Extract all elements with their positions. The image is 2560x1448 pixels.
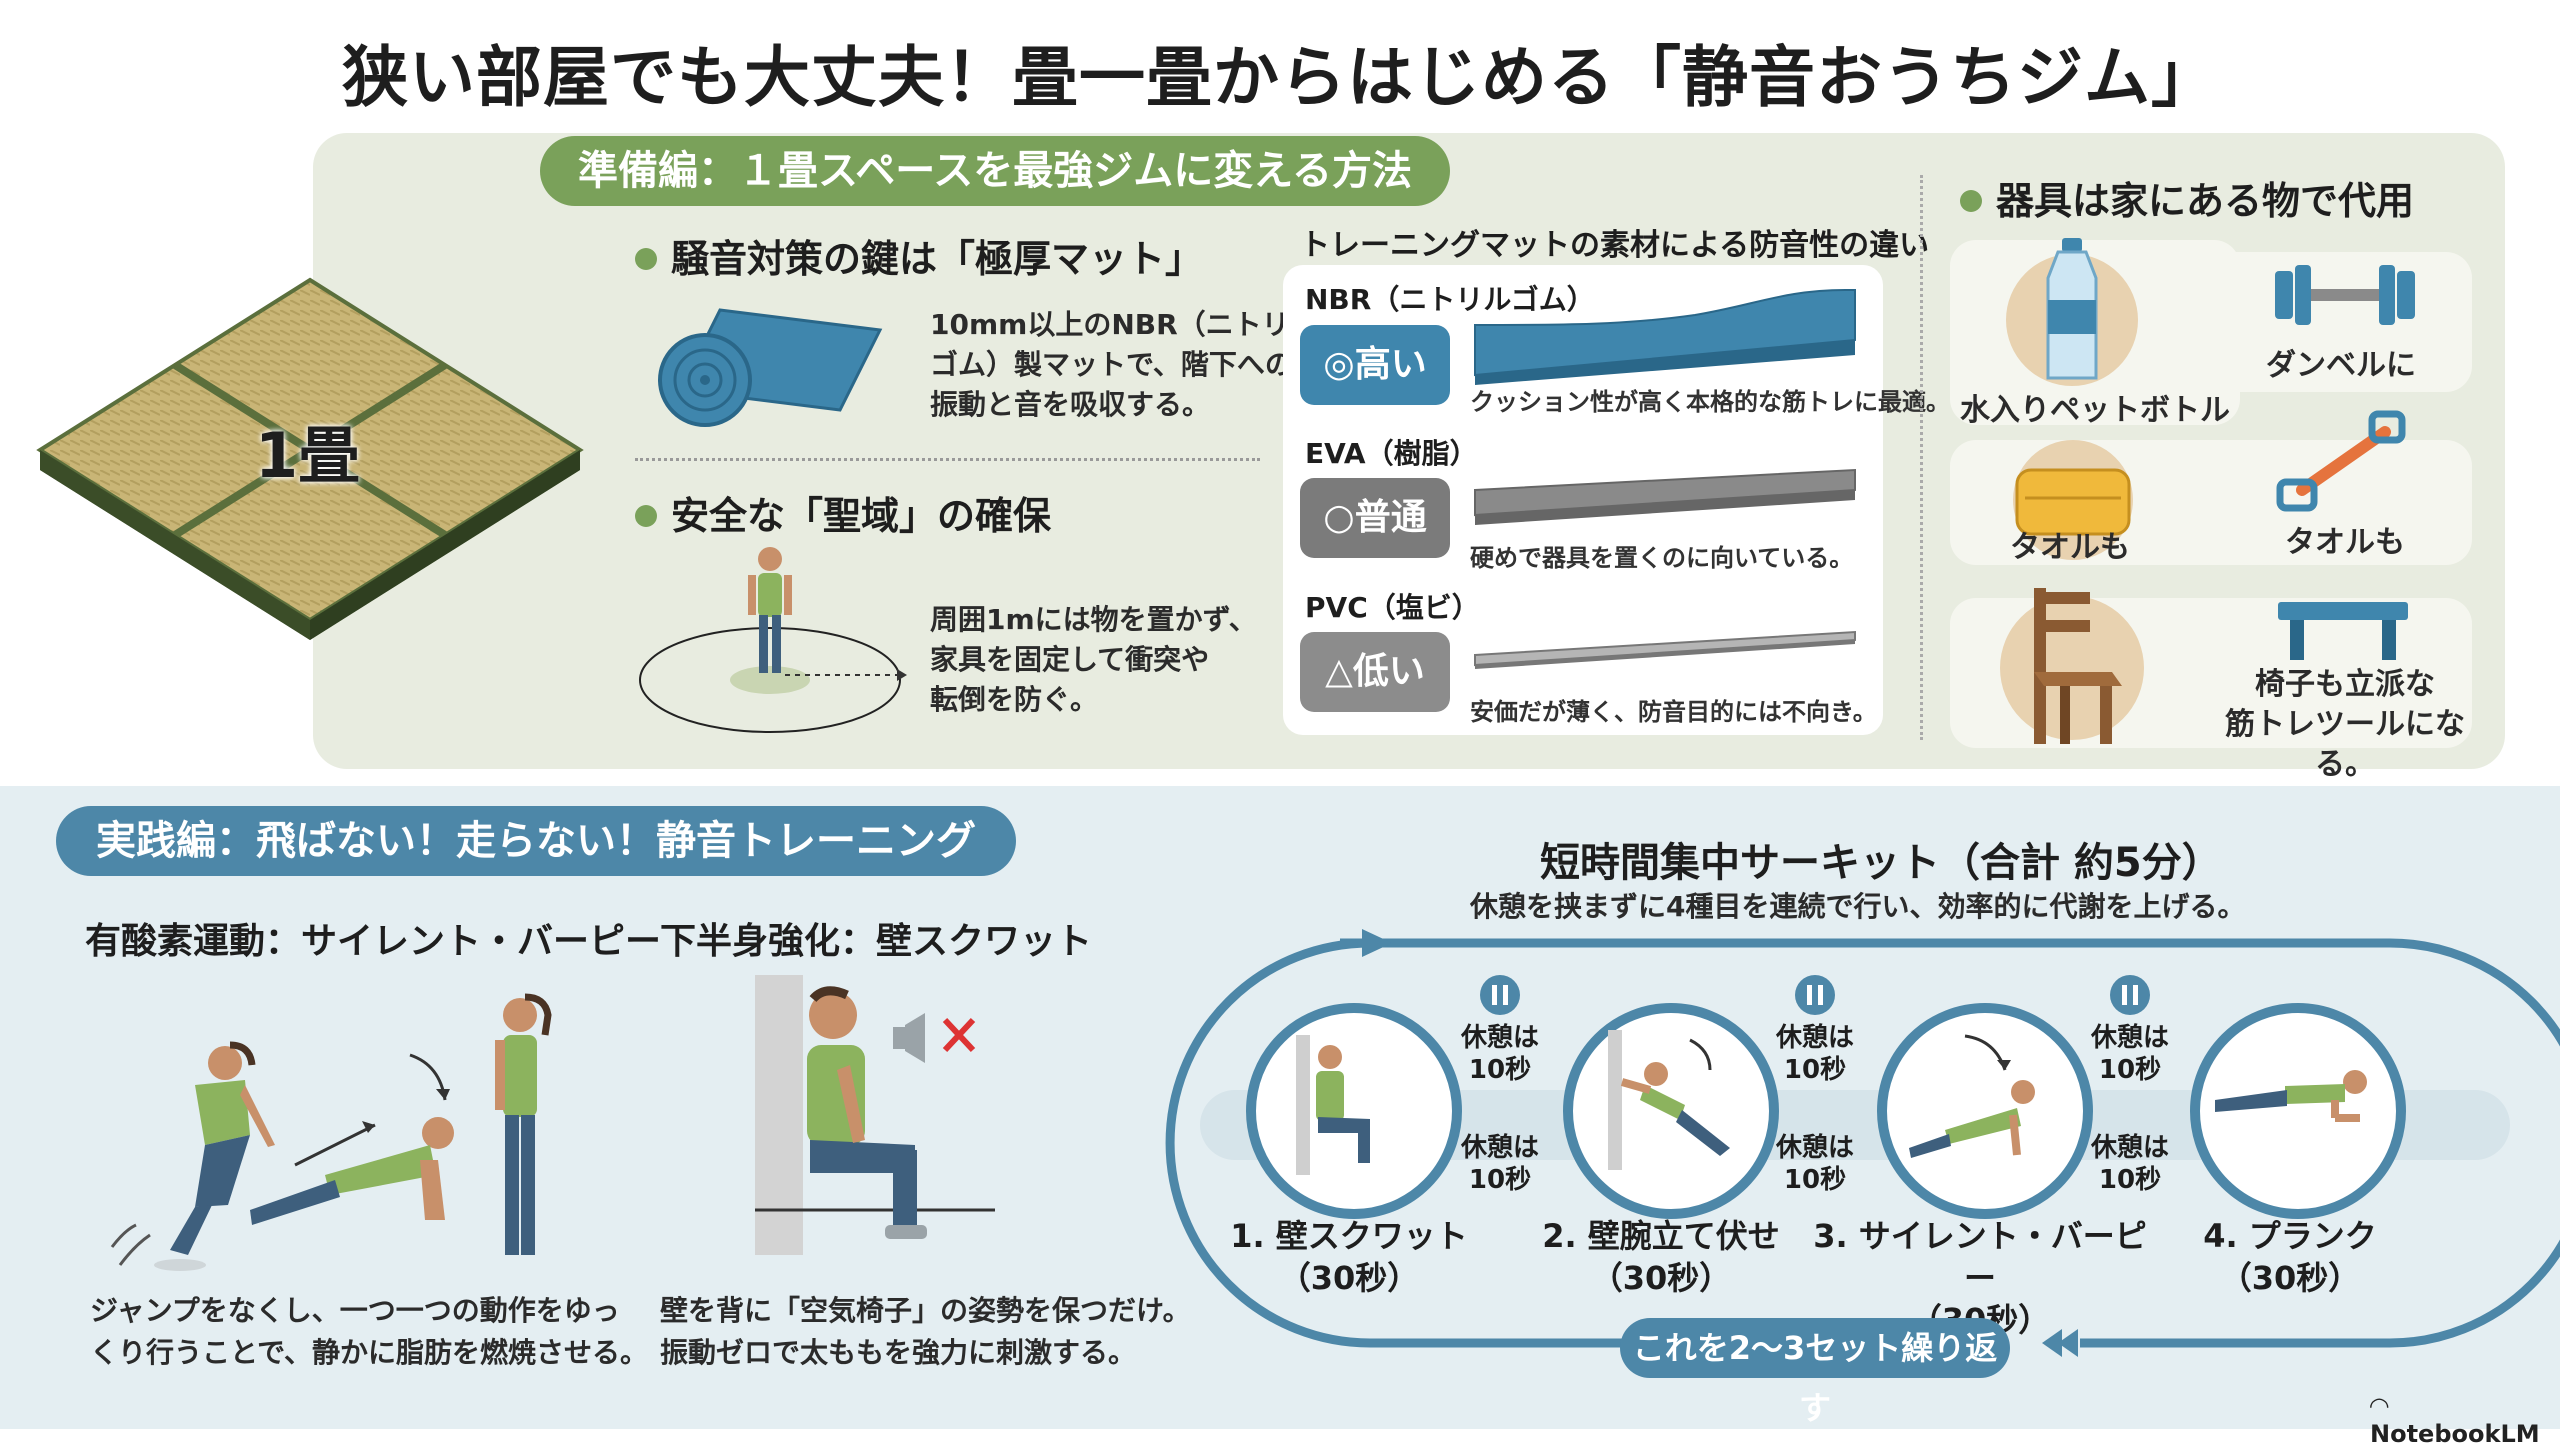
tatami-label: 1畳: [255, 419, 361, 492]
rest-label-top: 休憩は 10秒: [1460, 1023, 1539, 1085]
rest-label-bottom: 休憩は 10秒: [1460, 1133, 1539, 1195]
chair-icon: [2000, 588, 2144, 744]
equipment-label: 水入りペットボトル: [1960, 393, 2230, 428]
material-desc-eva: 硬めで器具を置くのに向いている。: [1470, 544, 1854, 572]
brand-logo: ◠ NotebookLM: [2370, 1392, 2540, 1448]
mat-text-line: 10mm以上のNBR（ニトリル: [930, 308, 1318, 341]
circuit-loop-arrow: [1165, 929, 2560, 1357]
bench-icon: [2278, 602, 2408, 660]
cardio-heading: 有酸素運動：サイレント・バーピー: [85, 921, 662, 962]
water-bottle-icon: [2006, 238, 2138, 386]
step-circle: [1246, 1003, 1462, 1219]
dumbbell-icon: [2275, 265, 2415, 325]
cardio-text-line: くり行うことで、静かに脂肪を燃焼させる。: [90, 1336, 649, 1369]
plank-icon: [2215, 1070, 2367, 1122]
prep-section-pill: 準備編：１畳スペースを最強ジムに変える方法: [540, 136, 1450, 206]
lower-body-heading: 下半身強化：壁スクワット: [660, 921, 1093, 962]
tatami-illustration: [36, 277, 584, 640]
equipment-label: ダンベルに: [2266, 348, 2416, 383]
equipment-card: [2210, 252, 2472, 392]
mat-text-line: ゴム）製マットで、階下への: [930, 348, 1293, 381]
sanctuary-text-line: 転倒を防ぐ。: [930, 683, 1099, 716]
rest-label-bottom: 休憩は 10秒: [2090, 1133, 2169, 1195]
pause-icon: [1480, 975, 1520, 1015]
sanctuary-text-line: 周囲1mには物を置かず、: [930, 603, 1257, 636]
bullet-dot: [635, 247, 657, 270]
sanctuary-text-line: 家具を固定して衝突や: [930, 643, 1210, 676]
divider: [635, 458, 1260, 461]
step-label: 2. 壁腕立て伏せ（30秒）: [1542, 1217, 1780, 1297]
material-desc-nbr: クッション性が高く本格的な筋トレに最適。: [1470, 388, 1950, 416]
practice-section-pill: 実践編：飛ばない！走らない！静音トレーニング: [56, 806, 1016, 876]
rating-tag-eva: ○普通: [1300, 478, 1450, 558]
material-desc-pvc: 安価だが薄く、防音目的には不向き。: [1470, 698, 1877, 726]
step-label: 1. 壁スクワット（30秒）: [1230, 1217, 1468, 1297]
mat-profile-pvc: [1474, 630, 1856, 669]
page-title: 狭い部屋でも大丈夫！畳一畳からはじめる「静音おうちジム」: [342, 39, 2218, 116]
equipment-label: タオルも: [2285, 525, 2405, 560]
comparison-title: トレーニングマットの素材による防音性の違い: [1300, 228, 1930, 263]
step-label: 4. プランク（30秒）: [2203, 1217, 2377, 1297]
rating-tag-nbr: ◎高い: [1300, 325, 1450, 405]
mat-profile-nbr: [1474, 289, 1856, 385]
circuit-subtitle: 休憩を挟まずに4種目を連続で行い、効率的に代謝を上げる。: [1470, 890, 2246, 923]
wall-squat-icon: [1296, 1035, 1370, 1175]
repeat-pill: これを2〜3セット繰り返す: [1620, 1318, 2010, 1427]
mat-profile-eva: [1474, 468, 1856, 525]
divider: [1920, 175, 1923, 740]
bullet-dot: [1960, 189, 1982, 212]
equipment-heading: 器具は家にある物で代用: [1960, 170, 2414, 225]
material-name-eva: EVA（樹脂）: [1305, 437, 1478, 470]
lower-text-line: 振動ゼロで太ももを強力に刺激する。: [660, 1336, 1137, 1369]
rest-label-bottom: 休憩は 10秒: [1775, 1133, 1854, 1195]
equipment-label: タオルも: [2010, 530, 2130, 565]
step-label: 3. サイレント・バーピー（30秒）: [1813, 1217, 2147, 1339]
silent-burpee-illustration: [110, 993, 552, 1271]
silent-burpee-icon: [1909, 1034, 2035, 1158]
rolled-mat-icon: [658, 308, 883, 427]
pause-icon: [2110, 975, 2150, 1015]
towel-icon: [2013, 440, 2133, 560]
wall-pushup-icon: [1608, 1030, 1730, 1170]
lower-text-line: 壁を背に「空気椅子」の姿勢を保つだけ。: [660, 1294, 1191, 1327]
mat-text-line: 振動と音を吸収する。: [930, 388, 1211, 421]
pause-icon: [1795, 975, 1835, 1015]
cardio-text-line: ジャンプをなくし、一つ一つの動作をゆっ: [90, 1294, 620, 1327]
mat-heading: 騒音対策の鍵は「極厚マット」: [635, 228, 1203, 283]
material-name-nbr: NBR（ニトリルゴム）: [1305, 283, 1595, 316]
step-circle: [1877, 1003, 2093, 1219]
safe-zone-illustration: [639, 547, 907, 733]
material-name-pvc: PVC（塩ビ）: [1305, 591, 1480, 624]
wall-squat-illustration: [755, 975, 995, 1255]
equipment-label: 椅子も立派な 筋トレツールになる。: [2225, 667, 2465, 782]
circuit-title: 短時間集中サーキット（合計 約5分）: [1540, 840, 2222, 886]
bullet-dot: [635, 504, 657, 527]
sanctuary-heading: 安全な「聖域」の確保: [635, 485, 1051, 540]
notebooklm-icon: ◠: [2370, 1392, 2389, 1420]
rest-label-top: 休憩は 10秒: [1775, 1023, 1854, 1085]
resistance-band-icon: [2276, 410, 2406, 512]
rest-label-top: 休憩は 10秒: [2090, 1023, 2169, 1085]
rating-tag-pvc: △低い: [1300, 632, 1450, 712]
